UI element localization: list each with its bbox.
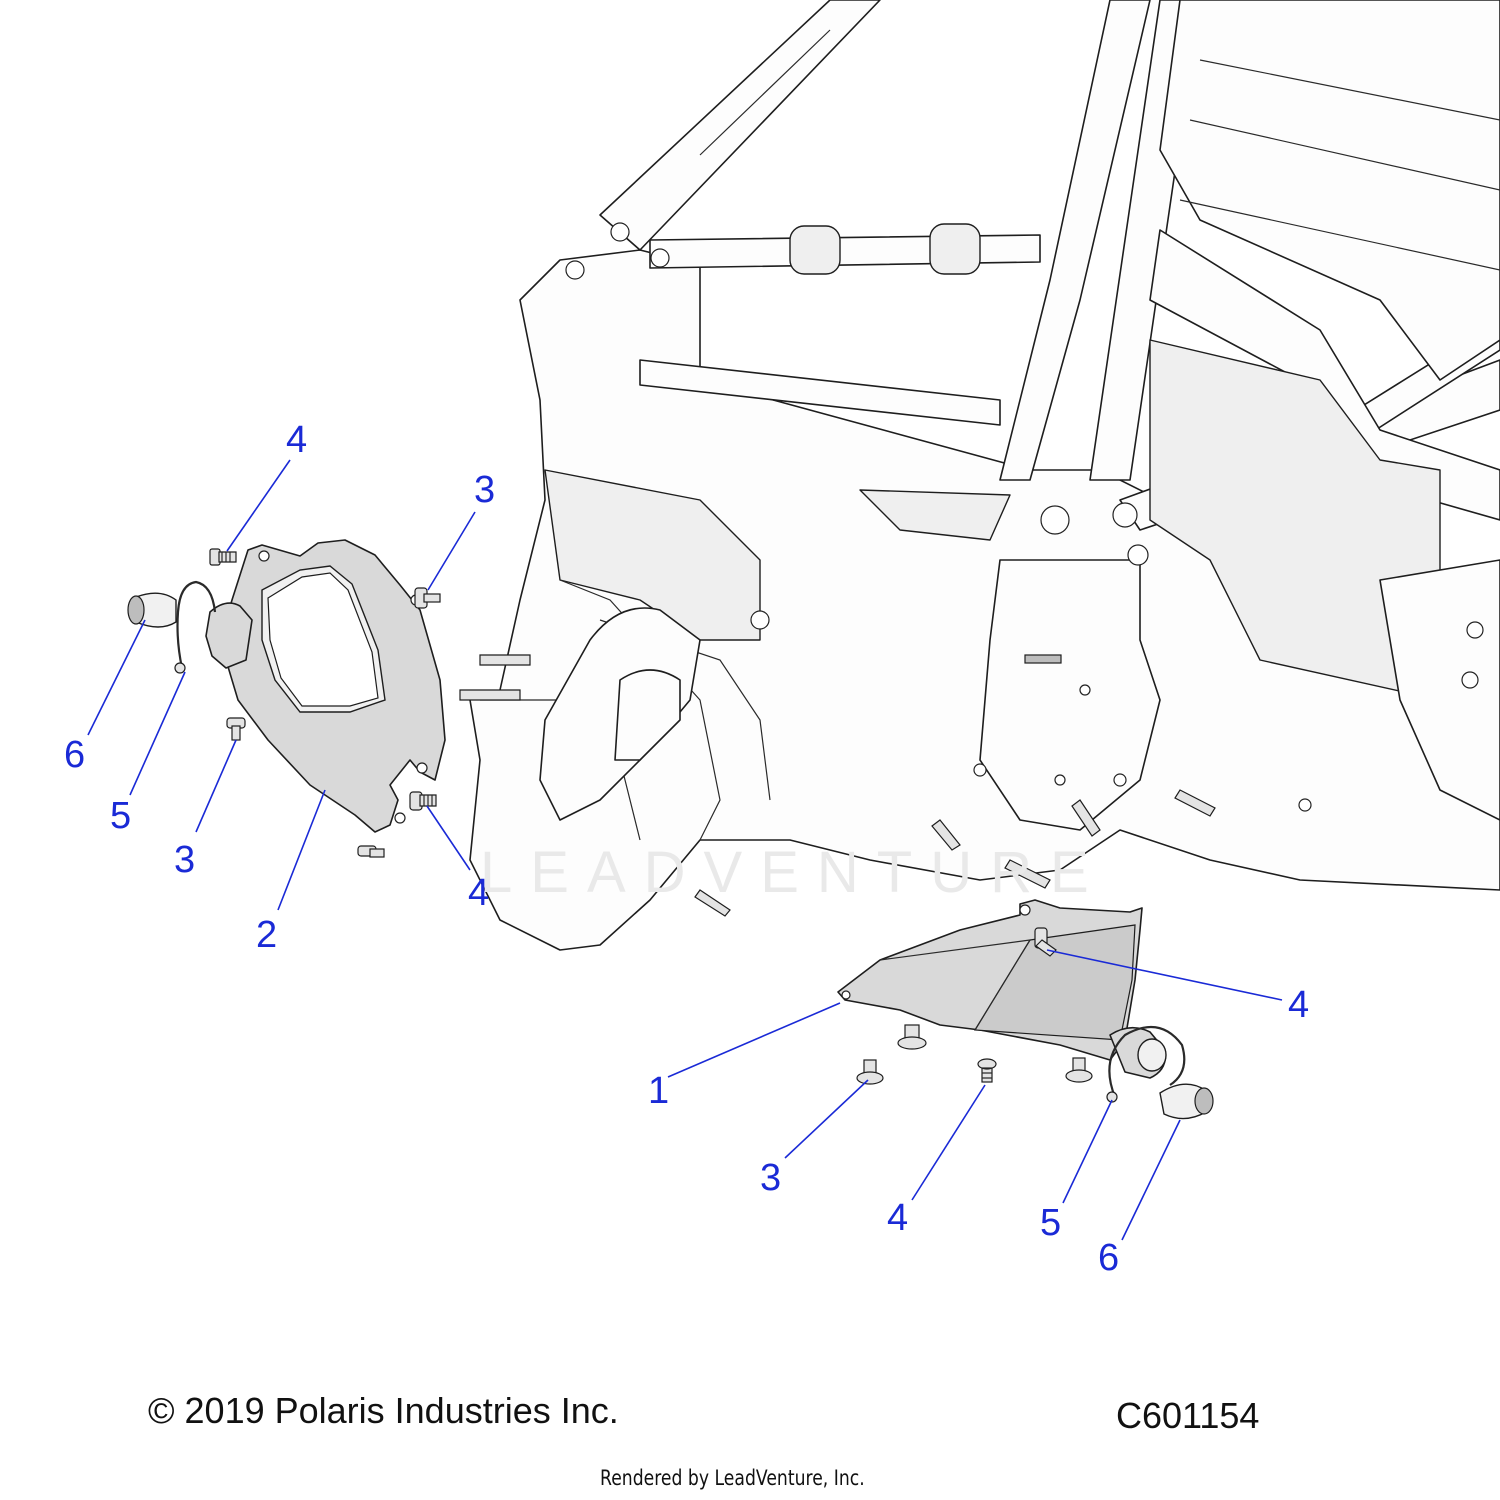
clamp-screw-right [1106,1091,1118,1103]
screw-3-right-b [856,1059,884,1085]
screw-4-left-upper [209,548,237,566]
callouts: 4 3 6 5 3 2 4 4 1 3 4 5 6 [64,419,1309,1279]
left-hardware [127,548,441,858]
callout-4-right-top: 4 [1288,984,1309,1026]
screw-4-right-lower [977,1058,997,1083]
screw-3-right-a [897,1024,927,1050]
callout-5-right: 5 [1040,1202,1061,1244]
cap-left [127,592,177,628]
right-hardware [856,927,1214,1120]
callout-1: 1 [648,1070,669,1112]
callout-3-right: 3 [760,1157,781,1199]
callout-2: 2 [256,914,277,956]
callout-4-left-top: 4 [286,419,307,461]
screw-4-right-upper [1034,927,1057,957]
cap-right [1159,1083,1214,1120]
screw-3-left-upper [414,587,441,609]
part-2-intake-housing-left [205,539,446,833]
callout-6-right: 6 [1098,1237,1119,1279]
callout-3-left-top: 3 [474,469,495,511]
callout-5-left: 5 [110,795,131,837]
watermark-text: LEADVENTURE [480,840,1107,905]
screw-3-left-lower [226,717,246,741]
clamp-right [1108,1025,1186,1098]
rendered-by-text: Rendered by LeadVenture, Inc. [600,1466,865,1490]
vehicle-frame [459,0,1500,951]
callout-6-left: 6 [64,734,85,776]
clamp-screw-left [174,662,186,674]
callout-4-right-bottom: 4 [887,1197,908,1239]
drawing-number: C601154 [1116,1395,1260,1436]
screw-3-left-bottom [357,845,385,858]
copyright-text: © 2019 Polaris Industries Inc. [148,1390,619,1431]
screw-4-left-lower [409,791,437,811]
callout-4-left-bottom: 4 [468,872,489,914]
leader-lines [87,459,1283,1241]
clamp-left [176,580,217,669]
callout-3-left-bottom: 3 [174,839,195,881]
screw-3-right-c [1065,1057,1093,1083]
part-1-intake-duct-right [837,899,1167,1079]
